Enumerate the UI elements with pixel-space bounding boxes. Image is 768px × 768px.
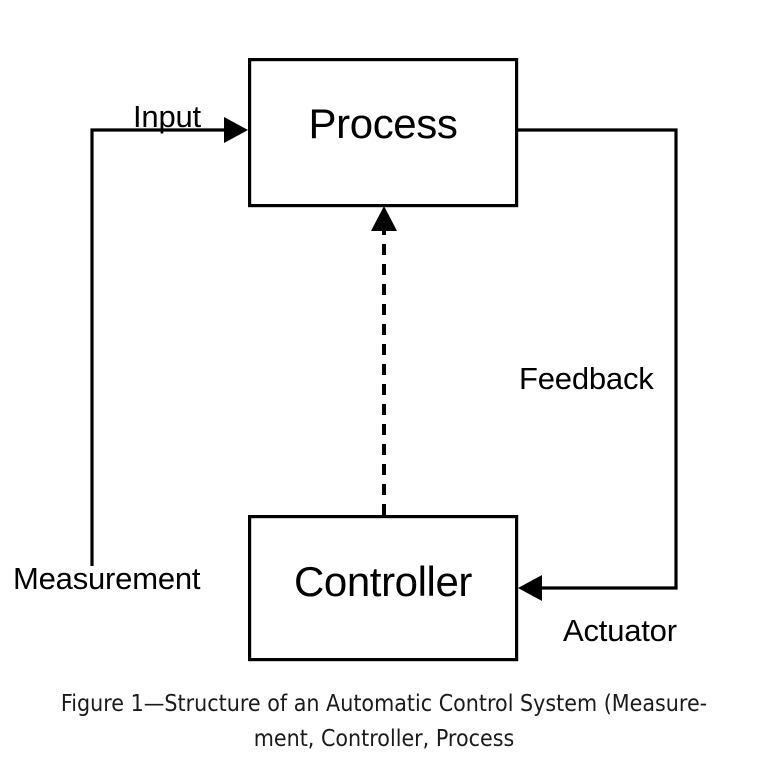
measurement-label: Measurement bbox=[13, 561, 201, 596]
feedback-line bbox=[518, 128, 678, 588]
controller-box[interactable] bbox=[248, 514, 519, 662]
figure-caption: Figure 1—Structure of an Automatic Contr… bbox=[46, 686, 722, 756]
input-arrowhead bbox=[224, 117, 248, 143]
feedback-label: Feedback bbox=[519, 361, 654, 396]
process-label: Process bbox=[308, 100, 458, 147]
figure-caption-line-2: ment, Controller, Process bbox=[253, 723, 515, 752]
actuator-arrowhead bbox=[518, 575, 542, 601]
actuator-label: Actuator bbox=[563, 613, 677, 648]
process-box[interactable] bbox=[248, 57, 519, 208]
input-label: Input bbox=[133, 99, 201, 134]
controller-label: Controller bbox=[293, 558, 473, 605]
figure-caption-line-1: Figure 1—Structure of an Automatic Contr… bbox=[60, 689, 708, 717]
control-signal-arrowhead bbox=[371, 206, 397, 231]
